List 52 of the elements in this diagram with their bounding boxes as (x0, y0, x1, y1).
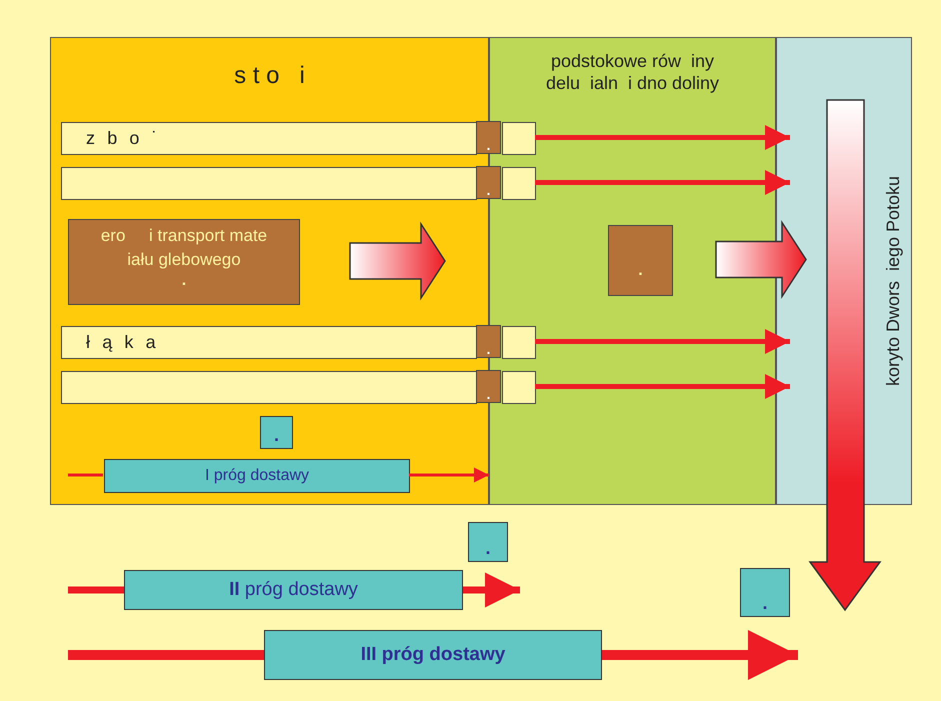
connector-line (68, 650, 264, 660)
strip-label: z b o ˙ (86, 127, 162, 150)
arrow (409, 468, 489, 482)
zone-panel (489, 37, 776, 505)
land-use-strip (61, 122, 477, 155)
arrow (463, 572, 520, 608)
land-use-strip (61, 371, 477, 404)
zone-title: koryto Dwors iego Potoku (882, 174, 904, 388)
arrow (535, 170, 790, 195)
threshold-label: II próg dostawy (229, 578, 358, 602)
threshold-marker (468, 522, 508, 562)
threshold-label: III próg dostawy (360, 642, 506, 667)
dot-mark: . (274, 426, 279, 444)
buffer-tab (476, 166, 501, 199)
zone-panel (50, 37, 489, 505)
dot-mark: . (486, 183, 490, 197)
dot-mark: . (485, 539, 490, 557)
erosion-box (68, 219, 300, 305)
dot-mark: . (486, 138, 490, 152)
block-arrow (715, 220, 807, 300)
threshold-marker (260, 416, 293, 449)
dot-mark: . (486, 342, 490, 356)
strip-label: ł ą k a (86, 331, 160, 354)
arrow (535, 125, 790, 150)
strip-end (502, 371, 536, 404)
connector-line (68, 474, 103, 476)
arrow (535, 329, 790, 354)
threshold-marker (740, 568, 790, 617)
connector-line (68, 586, 124, 594)
threshold-label: I próg dostawy (204, 466, 310, 486)
land-use-strip (61, 326, 477, 359)
threshold-bar (264, 630, 602, 680)
erosion-label: ero i transport mate iału glebowego (100, 225, 268, 271)
strip-end (502, 167, 536, 200)
arrow (535, 374, 790, 399)
dot-mark: . (486, 387, 490, 401)
buffer-tab (476, 121, 501, 154)
zone-title: s t o i (234, 61, 305, 91)
block-arrow (349, 221, 446, 301)
arrow (602, 630, 798, 680)
dot-mark: . (762, 594, 768, 612)
threshold-bar (124, 570, 463, 610)
zone-title: podstokowe rów iny delu ialn i dno doliny (544, 50, 720, 94)
dot-mark: . (638, 262, 643, 278)
threshold-bar (104, 459, 410, 493)
buffer-tab (476, 370, 501, 403)
dot-mark: . (182, 272, 186, 290)
deposit-box (608, 225, 673, 296)
strip-end (502, 122, 536, 155)
land-use-strip (61, 167, 477, 200)
strip-end (502, 326, 536, 359)
buffer-tab (476, 325, 501, 358)
